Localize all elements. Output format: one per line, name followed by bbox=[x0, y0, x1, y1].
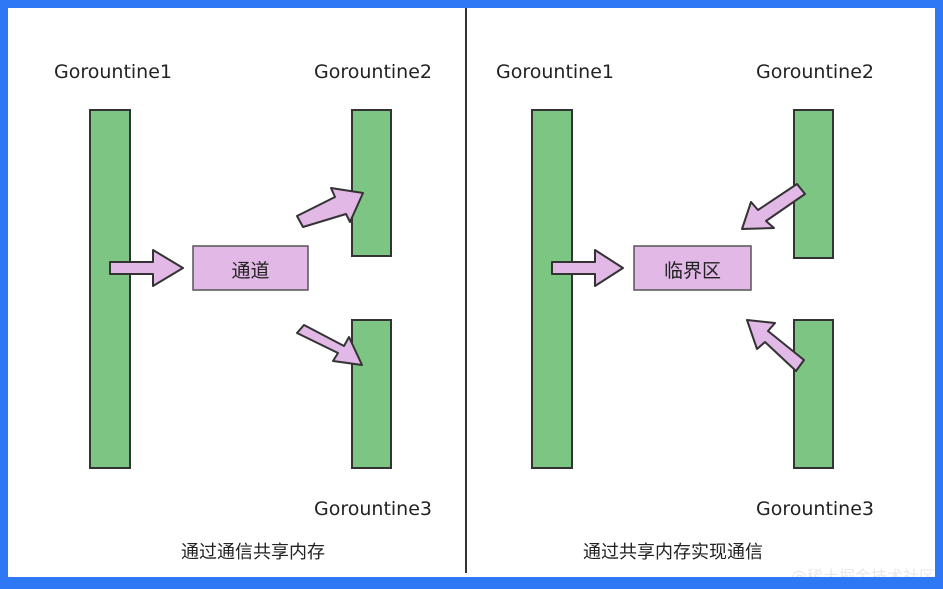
right-goroutine2-bar bbox=[793, 109, 834, 259]
left-arrow-to-goroutine3 bbox=[296, 324, 363, 366]
left-arrow-g1-to-channel bbox=[109, 249, 184, 287]
left-goroutine3-label: Gorountine3 bbox=[314, 498, 432, 520]
right-arrow-g3-to-critical bbox=[746, 319, 805, 372]
left-goroutine2-label: Gorountine2 bbox=[314, 61, 432, 83]
left-goroutine1-bar bbox=[89, 109, 131, 469]
right-caption: 通过共享内存实现通信 bbox=[583, 542, 763, 563]
left-goroutine3-bar bbox=[351, 319, 392, 469]
right-critical-section-box bbox=[633, 245, 752, 291]
left-caption: 通过通信共享内存 bbox=[181, 542, 325, 563]
left-arrow-to-goroutine2 bbox=[296, 187, 364, 228]
right-goroutine1-bar bbox=[531, 109, 573, 469]
right-goroutine3-label: Gorountine3 bbox=[756, 498, 874, 520]
left-goroutine2-bar bbox=[351, 109, 392, 257]
left-channel-box bbox=[192, 245, 309, 291]
right-goroutine2-label: Gorountine2 bbox=[756, 61, 874, 83]
right-goroutine3-bar bbox=[793, 319, 834, 469]
left-channel-label: 通道 bbox=[231, 260, 270, 282]
right-critical-section-label: 临界区 bbox=[663, 260, 721, 282]
right-arrow-g2-to-critical bbox=[741, 183, 806, 230]
right-goroutine1-label: Gorountine1 bbox=[496, 61, 614, 83]
left-goroutine1-label: Gorountine1 bbox=[54, 61, 172, 83]
right-arrow-g1-to-critical bbox=[551, 249, 624, 287]
site-watermark: @稀土掘金技术社区 bbox=[790, 567, 935, 586]
panel-divider bbox=[465, 0, 467, 573]
